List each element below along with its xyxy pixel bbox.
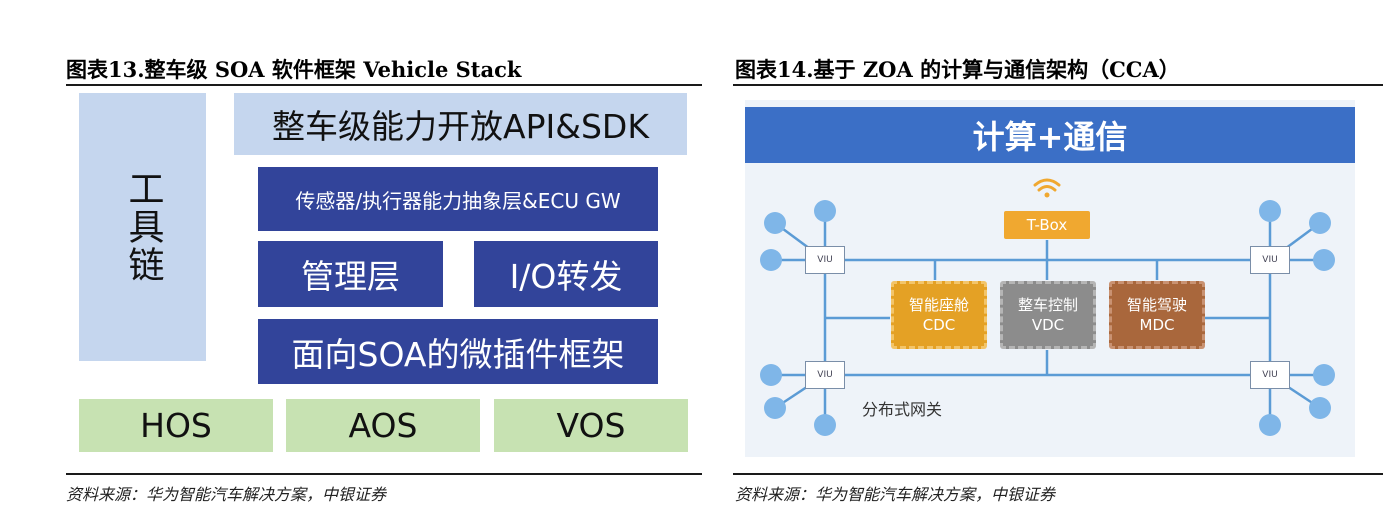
api-sdk-box: 整车级能力开放API&SDK bbox=[234, 93, 687, 155]
chip-mdc: 智能驾驶 MDC bbox=[1109, 281, 1205, 349]
chip-cdc-line2: CDC bbox=[922, 316, 956, 334]
figure14-title: 图表14.基于 ZOA 的计算与通信架构（CCA） bbox=[735, 57, 1180, 82]
wifi-icon bbox=[1033, 178, 1061, 198]
chip-cdc-line1: 智能座舱 bbox=[908, 296, 969, 314]
os-box-aos: AOS bbox=[286, 399, 480, 452]
chip-vdc: 整车控制 VDC bbox=[1000, 281, 1096, 349]
chip-mdc-line1: 智能驾驶 bbox=[1126, 296, 1187, 314]
micro-plugin-framework-box: 面向SOA的微插件框架 bbox=[258, 319, 658, 384]
os-box-hos: HOS bbox=[79, 399, 273, 452]
figure13-title: 图表13.整车级 SOA 软件框架 Vehicle Stack bbox=[66, 57, 522, 82]
viu-box-top-left: VIU bbox=[805, 246, 845, 274]
sensor-node-icon bbox=[760, 200, 1335, 436]
abstraction-layer-box: 传感器/执行器能力抽象层&ECU GW bbox=[258, 167, 658, 231]
management-layer-box: 管理层 bbox=[258, 241, 443, 307]
figure14-top-rule bbox=[733, 84, 1383, 86]
toolchain-box: 工具链 bbox=[79, 93, 206, 361]
figure14-bottom-rule bbox=[733, 473, 1383, 475]
cca-network-lines bbox=[760, 178, 1335, 436]
chip-vdc-line2: VDC bbox=[1031, 316, 1065, 334]
chip-mdc-line2: MDC bbox=[1139, 316, 1175, 334]
cca-header: 计算+通信 bbox=[745, 107, 1355, 163]
viu-box-top-right: VIU bbox=[1250, 246, 1290, 274]
tbox-box: T-Box bbox=[1004, 211, 1090, 239]
distributed-gateway-label: 分布式网关 bbox=[862, 400, 943, 419]
figure13-bottom-rule bbox=[66, 473, 702, 475]
viu-box-bottom-left: VIU bbox=[805, 361, 845, 389]
os-box-vos: VOS bbox=[494, 399, 688, 452]
chip-vdc-line1: 整车控制 bbox=[1017, 296, 1078, 314]
chip-cdc: 智能座舱 CDC bbox=[891, 281, 987, 349]
figure13-top-rule bbox=[66, 84, 702, 86]
viu-box-bottom-right: VIU bbox=[1250, 361, 1290, 389]
figure13-source: 资料来源：华为智能汽车解决方案，中银证券 bbox=[66, 485, 387, 504]
io-forwarding-box: I/O转发 bbox=[474, 241, 658, 307]
figure14-source: 资料来源：华为智能汽车解决方案，中银证券 bbox=[735, 485, 1056, 504]
